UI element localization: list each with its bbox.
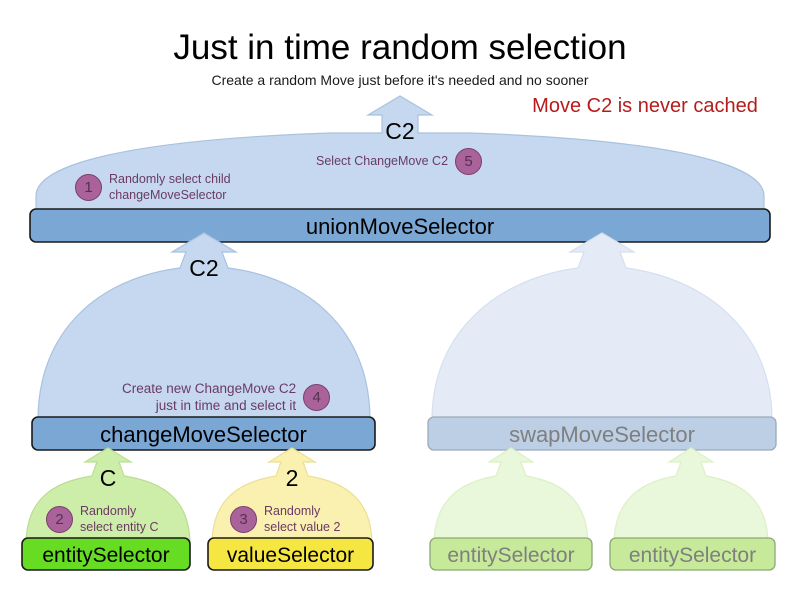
annotation-5: 5 Select ChangeMove C2 xyxy=(316,148,483,175)
annotation-badge-2: 2 xyxy=(46,506,73,534)
annotation-line: select entity C xyxy=(80,519,159,534)
node-label-unionmoveselector: unionMoveSelector xyxy=(305,214,495,239)
arch-changemoveselector xyxy=(37,232,371,421)
arch-unionmoveselector xyxy=(35,95,765,213)
node-box-entityselector-swap-right[interactable] xyxy=(609,537,776,571)
annotation-text-4: Create new ChangeMove C2 just in time an… xyxy=(122,381,296,415)
annotation-line: Randomly xyxy=(264,504,321,518)
annotation-line: Select ChangeMove C2 xyxy=(316,153,449,168)
annotation-3: 3 Randomly select value 2 xyxy=(230,504,340,535)
page-title: Just in time random selection xyxy=(173,28,627,67)
annotation-line: Randomly select child xyxy=(109,172,231,186)
annotation-1: 1 Randomly select child changeMoveSelect… xyxy=(75,172,231,203)
annotation-2: 2 Randomly select entity C xyxy=(46,504,159,535)
annotation-line: changeMoveSelector xyxy=(109,187,227,202)
node-label-entityselector-swap-right: entitySelector xyxy=(628,544,757,567)
flow-label-union-output: C2 xyxy=(385,118,415,144)
node-label-valueselector: valueSelector xyxy=(226,544,355,567)
page-subtitle: Create a random Move just before it's ne… xyxy=(211,72,589,88)
node-box-entityselector-swap-left[interactable] xyxy=(429,537,593,571)
annotation-text-5: Select ChangeMove C2 xyxy=(316,154,448,170)
annotation-line: just in time and select it xyxy=(155,397,297,413)
node-box-swapmoveselector[interactable] xyxy=(427,416,777,451)
node-box-changemoveselector[interactable] xyxy=(31,416,376,451)
flow-label-entity-output: C xyxy=(99,465,117,491)
node-label-entityselector: entitySelector xyxy=(42,544,170,567)
never-cached-note: Move C2 is never cached xyxy=(532,95,758,117)
node-label-changemoveselector: changeMoveSelector xyxy=(100,422,307,447)
arch-swapmoveselector xyxy=(431,232,773,421)
annotation-line: Create new ChangeMove C2 xyxy=(122,381,297,396)
annotation-badge-1: 1 xyxy=(75,174,102,202)
annotation-text-3: Randomly select value 2 xyxy=(264,504,340,535)
annotation-4: 4 Create new ChangeMove C2 just in time … xyxy=(122,381,331,415)
arch-entityselector-swap-left xyxy=(433,447,589,546)
annotation-text-2: Randomly select entity C xyxy=(80,504,159,535)
annotation-text-1: Randomly select child changeMoveSelector xyxy=(109,172,231,203)
annotation-line: Randomly xyxy=(80,504,137,518)
annotation-line: select value 2 xyxy=(264,519,341,534)
flow-label-change-output: C2 xyxy=(189,255,219,281)
node-box-valueselector[interactable] xyxy=(207,537,374,571)
node-box-entityselector[interactable] xyxy=(21,537,191,571)
annotation-badge-5: 5 xyxy=(455,148,483,175)
node-label-entityselector-swap-left: entitySelector xyxy=(447,544,575,567)
annotation-badge-3: 3 xyxy=(230,506,257,534)
node-box-unionmoveselector[interactable] xyxy=(29,208,771,243)
flow-label-value-output: 2 xyxy=(285,465,299,491)
node-label-swapmoveselector: swapMoveSelector xyxy=(509,422,695,447)
annotation-badge-4: 4 xyxy=(303,384,331,412)
arch-entityselector-swap-right xyxy=(613,447,769,546)
